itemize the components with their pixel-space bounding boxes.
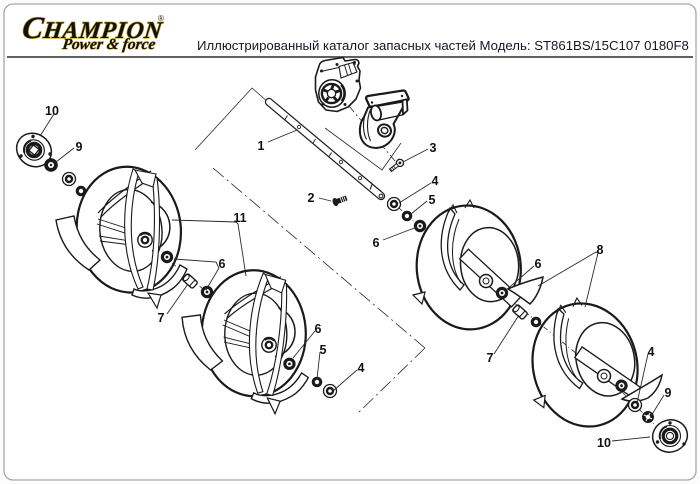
svg-text:10: 10 xyxy=(45,104,59,118)
svg-text:2: 2 xyxy=(308,191,315,205)
svg-text:10: 10 xyxy=(597,436,611,450)
svg-text:6: 6 xyxy=(373,236,380,250)
svg-text:1: 1 xyxy=(258,139,265,153)
svg-text:4: 4 xyxy=(358,361,365,375)
svg-text:9: 9 xyxy=(76,140,83,154)
svg-text:11: 11 xyxy=(233,211,246,225)
svg-text:7: 7 xyxy=(487,351,494,365)
svg-text:7: 7 xyxy=(158,311,165,325)
svg-text:8: 8 xyxy=(597,243,604,257)
svg-text:4: 4 xyxy=(648,345,655,359)
svg-text:3: 3 xyxy=(430,141,437,155)
svg-text:6: 6 xyxy=(315,322,322,336)
svg-text:5: 5 xyxy=(429,193,436,207)
svg-text:9: 9 xyxy=(665,386,672,400)
svg-text:4: 4 xyxy=(432,174,439,188)
svg-text:6: 6 xyxy=(219,257,226,271)
svg-text:Power & force: Power & force xyxy=(61,36,156,53)
svg-text:5: 5 xyxy=(320,343,327,357)
svg-text:®: ® xyxy=(158,14,164,23)
svg-text:6: 6 xyxy=(535,257,542,271)
svg-text:Иллюстрированный каталог запас: Иллюстрированный каталог запасных частей… xyxy=(197,38,689,53)
